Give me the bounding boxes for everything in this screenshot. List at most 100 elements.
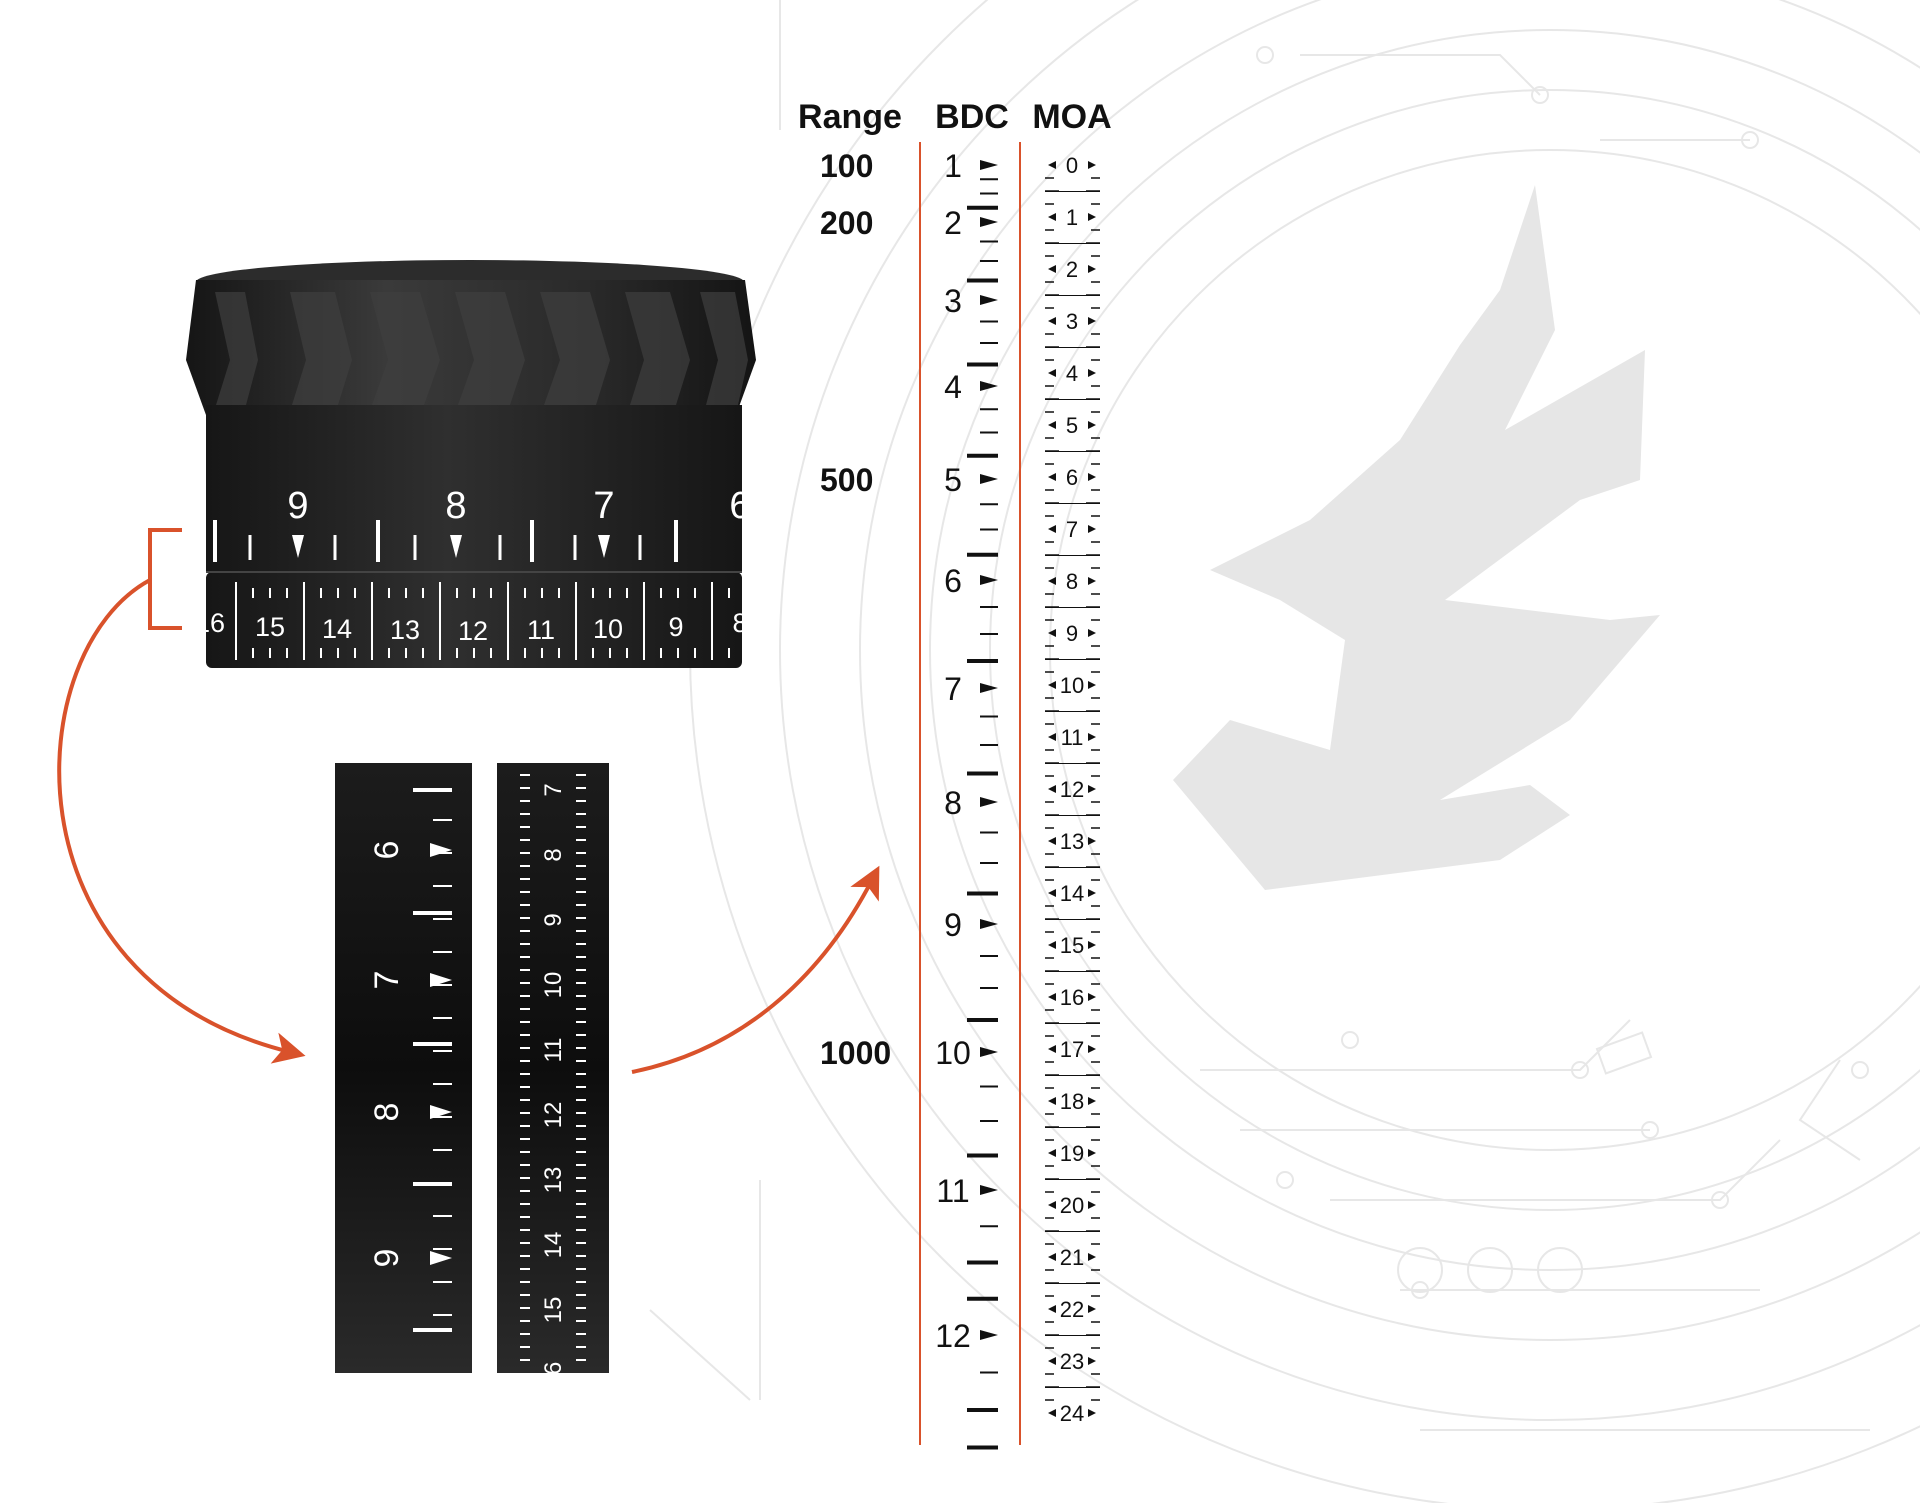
- bdc-pointer-icon: [980, 1330, 998, 1340]
- moa-right-pointer-icon: [1088, 837, 1096, 845]
- moa-number: 6: [1066, 465, 1078, 490]
- strip-moa-number: 11: [540, 1038, 567, 1063]
- moa-left-pointer-icon: [1048, 733, 1056, 741]
- moa-left-pointer-icon: [1048, 525, 1056, 533]
- moa-right-pointer-icon: [1088, 1253, 1096, 1261]
- moa-right-pointer-icon: [1088, 1097, 1096, 1105]
- moa-number: 7: [1066, 517, 1078, 542]
- bdc-pointer-icon: [980, 1185, 998, 1195]
- bdc-number: 8: [944, 785, 962, 821]
- bdc-pointer-icon: [980, 381, 998, 391]
- moa-right-pointer-icon: [1088, 1409, 1096, 1417]
- moa-number: 3: [1066, 309, 1078, 334]
- bdc-pointer-icon: [980, 295, 998, 305]
- ring-moa-number: 16: [195, 608, 225, 638]
- bdc-number: 3: [944, 283, 962, 319]
- strip-moa-number: 14: [540, 1232, 567, 1259]
- moa-right-pointer-icon: [1088, 993, 1096, 1001]
- moa-right-pointer-icon: [1088, 733, 1096, 741]
- ring-bdc-pointer-icon: [450, 535, 462, 558]
- strip-moa-number: 12: [540, 1102, 567, 1129]
- range-label: 500: [820, 462, 873, 498]
- strip-bdc-pointer-icon: [430, 1105, 452, 1119]
- moa-right-pointer-icon: [1088, 421, 1096, 429]
- moa-number: 11: [1061, 725, 1084, 750]
- ring-bdc-number: 9: [287, 485, 308, 527]
- moa-left-pointer-icon: [1048, 1305, 1056, 1313]
- bdc-number: 9: [944, 907, 962, 943]
- moa-right-pointer-icon: [1088, 785, 1096, 793]
- ring-moa-number: 10: [593, 614, 623, 644]
- moa-left-pointer-icon: [1048, 1357, 1056, 1365]
- moa-right-pointer-icon: [1088, 265, 1096, 273]
- arrow-to-strips: [57, 578, 306, 1064]
- moa-right-pointer-icon: [1088, 629, 1096, 637]
- ring-bdc-number: 6: [729, 485, 750, 527]
- ring-moa-number: 11: [527, 615, 555, 645]
- moa-left-pointer-icon: [1048, 265, 1056, 273]
- moa-number: 20: [1060, 1193, 1084, 1218]
- strip-bdc-number: 8: [368, 1103, 406, 1122]
- moa-number: 18: [1060, 1089, 1084, 1114]
- moa-left-pointer-icon: [1048, 629, 1056, 637]
- moa-left-pointer-icon: [1048, 993, 1056, 1001]
- moa-number: 2: [1066, 257, 1078, 282]
- falcon-logo-watermark: [1173, 185, 1660, 890]
- bdc-number: 7: [944, 671, 962, 707]
- moa-right-pointer-icon: [1088, 1305, 1096, 1313]
- moa-left-pointer-icon: [1048, 1253, 1056, 1261]
- bdc-pointer-icon: [980, 575, 998, 585]
- ring-moa-number: 13: [390, 615, 420, 645]
- ring-moa-number: 9: [668, 612, 683, 642]
- strip-bdc-pointer-icon: [430, 843, 452, 857]
- moa-left-pointer-icon: [1048, 1045, 1056, 1053]
- ring-moa-number: 14: [322, 614, 352, 644]
- bdc-number: 1: [944, 148, 962, 184]
- moa-left-pointer-icon: [1048, 473, 1056, 481]
- moa-right-pointer-icon: [1088, 317, 1096, 325]
- bdc-pointer-icon: [980, 217, 998, 227]
- moa-left-pointer-icon: [1048, 421, 1056, 429]
- range-label: 100: [820, 148, 873, 184]
- moa-left-pointer-icon: [1048, 1201, 1056, 1209]
- moa-right-pointer-icon: [1088, 889, 1096, 897]
- moa-left-pointer-icon: [1048, 577, 1056, 585]
- range-label: 200: [820, 205, 873, 241]
- strip-moa-number: 8: [540, 848, 567, 861]
- moa-number: 19: [1060, 1141, 1084, 1166]
- moa-number: 8: [1066, 569, 1078, 594]
- strip-moa-number: 13: [540, 1167, 567, 1194]
- bdc-number: 12: [935, 1318, 971, 1354]
- strip-moa-number: 10: [540, 972, 567, 999]
- moa-left-pointer-icon: [1048, 941, 1056, 949]
- bdc-pointer-icon: [980, 797, 998, 807]
- bdc-strip: 6 7 8 9: [335, 763, 472, 1373]
- moa-number: 21: [1060, 1245, 1084, 1270]
- arrow-to-table: [631, 865, 880, 1074]
- moa-number: 1: [1066, 205, 1078, 230]
- moa-right-pointer-icon: [1088, 473, 1096, 481]
- moa-left-pointer-icon: [1048, 1097, 1056, 1105]
- moa-number: 4: [1066, 361, 1078, 386]
- header-moa: MOA: [1032, 98, 1111, 136]
- ring-bdc-number: 7: [593, 485, 614, 527]
- ring-moa-number: 15: [255, 612, 285, 642]
- moa-left-pointer-icon: [1048, 161, 1056, 169]
- moa-left-pointer-icon: [1048, 889, 1056, 897]
- strip-moa-number: 9: [540, 913, 567, 926]
- turret-dial: 9 8 7 6 16 15 14 13 12 11 10 9 8: [186, 260, 756, 668]
- moa-right-pointer-icon: [1088, 1149, 1096, 1157]
- moa-number: 15: [1060, 933, 1084, 958]
- moa-right-pointer-icon: [1088, 1045, 1096, 1053]
- ring-bdc-number: 8: [445, 485, 466, 527]
- bdc-number: 5: [944, 462, 962, 498]
- moa-right-pointer-icon: [1088, 1357, 1096, 1365]
- moa-right-pointer-icon: [1088, 941, 1096, 949]
- moa-right-pointer-icon: [1088, 525, 1096, 533]
- moa-right-pointer-icon: [1088, 681, 1096, 689]
- ring-bracket: [148, 528, 182, 630]
- strip-bdc-number: 9: [368, 1249, 406, 1268]
- moa-left-pointer-icon: [1048, 1149, 1056, 1157]
- moa-number: 24: [1060, 1401, 1084, 1426]
